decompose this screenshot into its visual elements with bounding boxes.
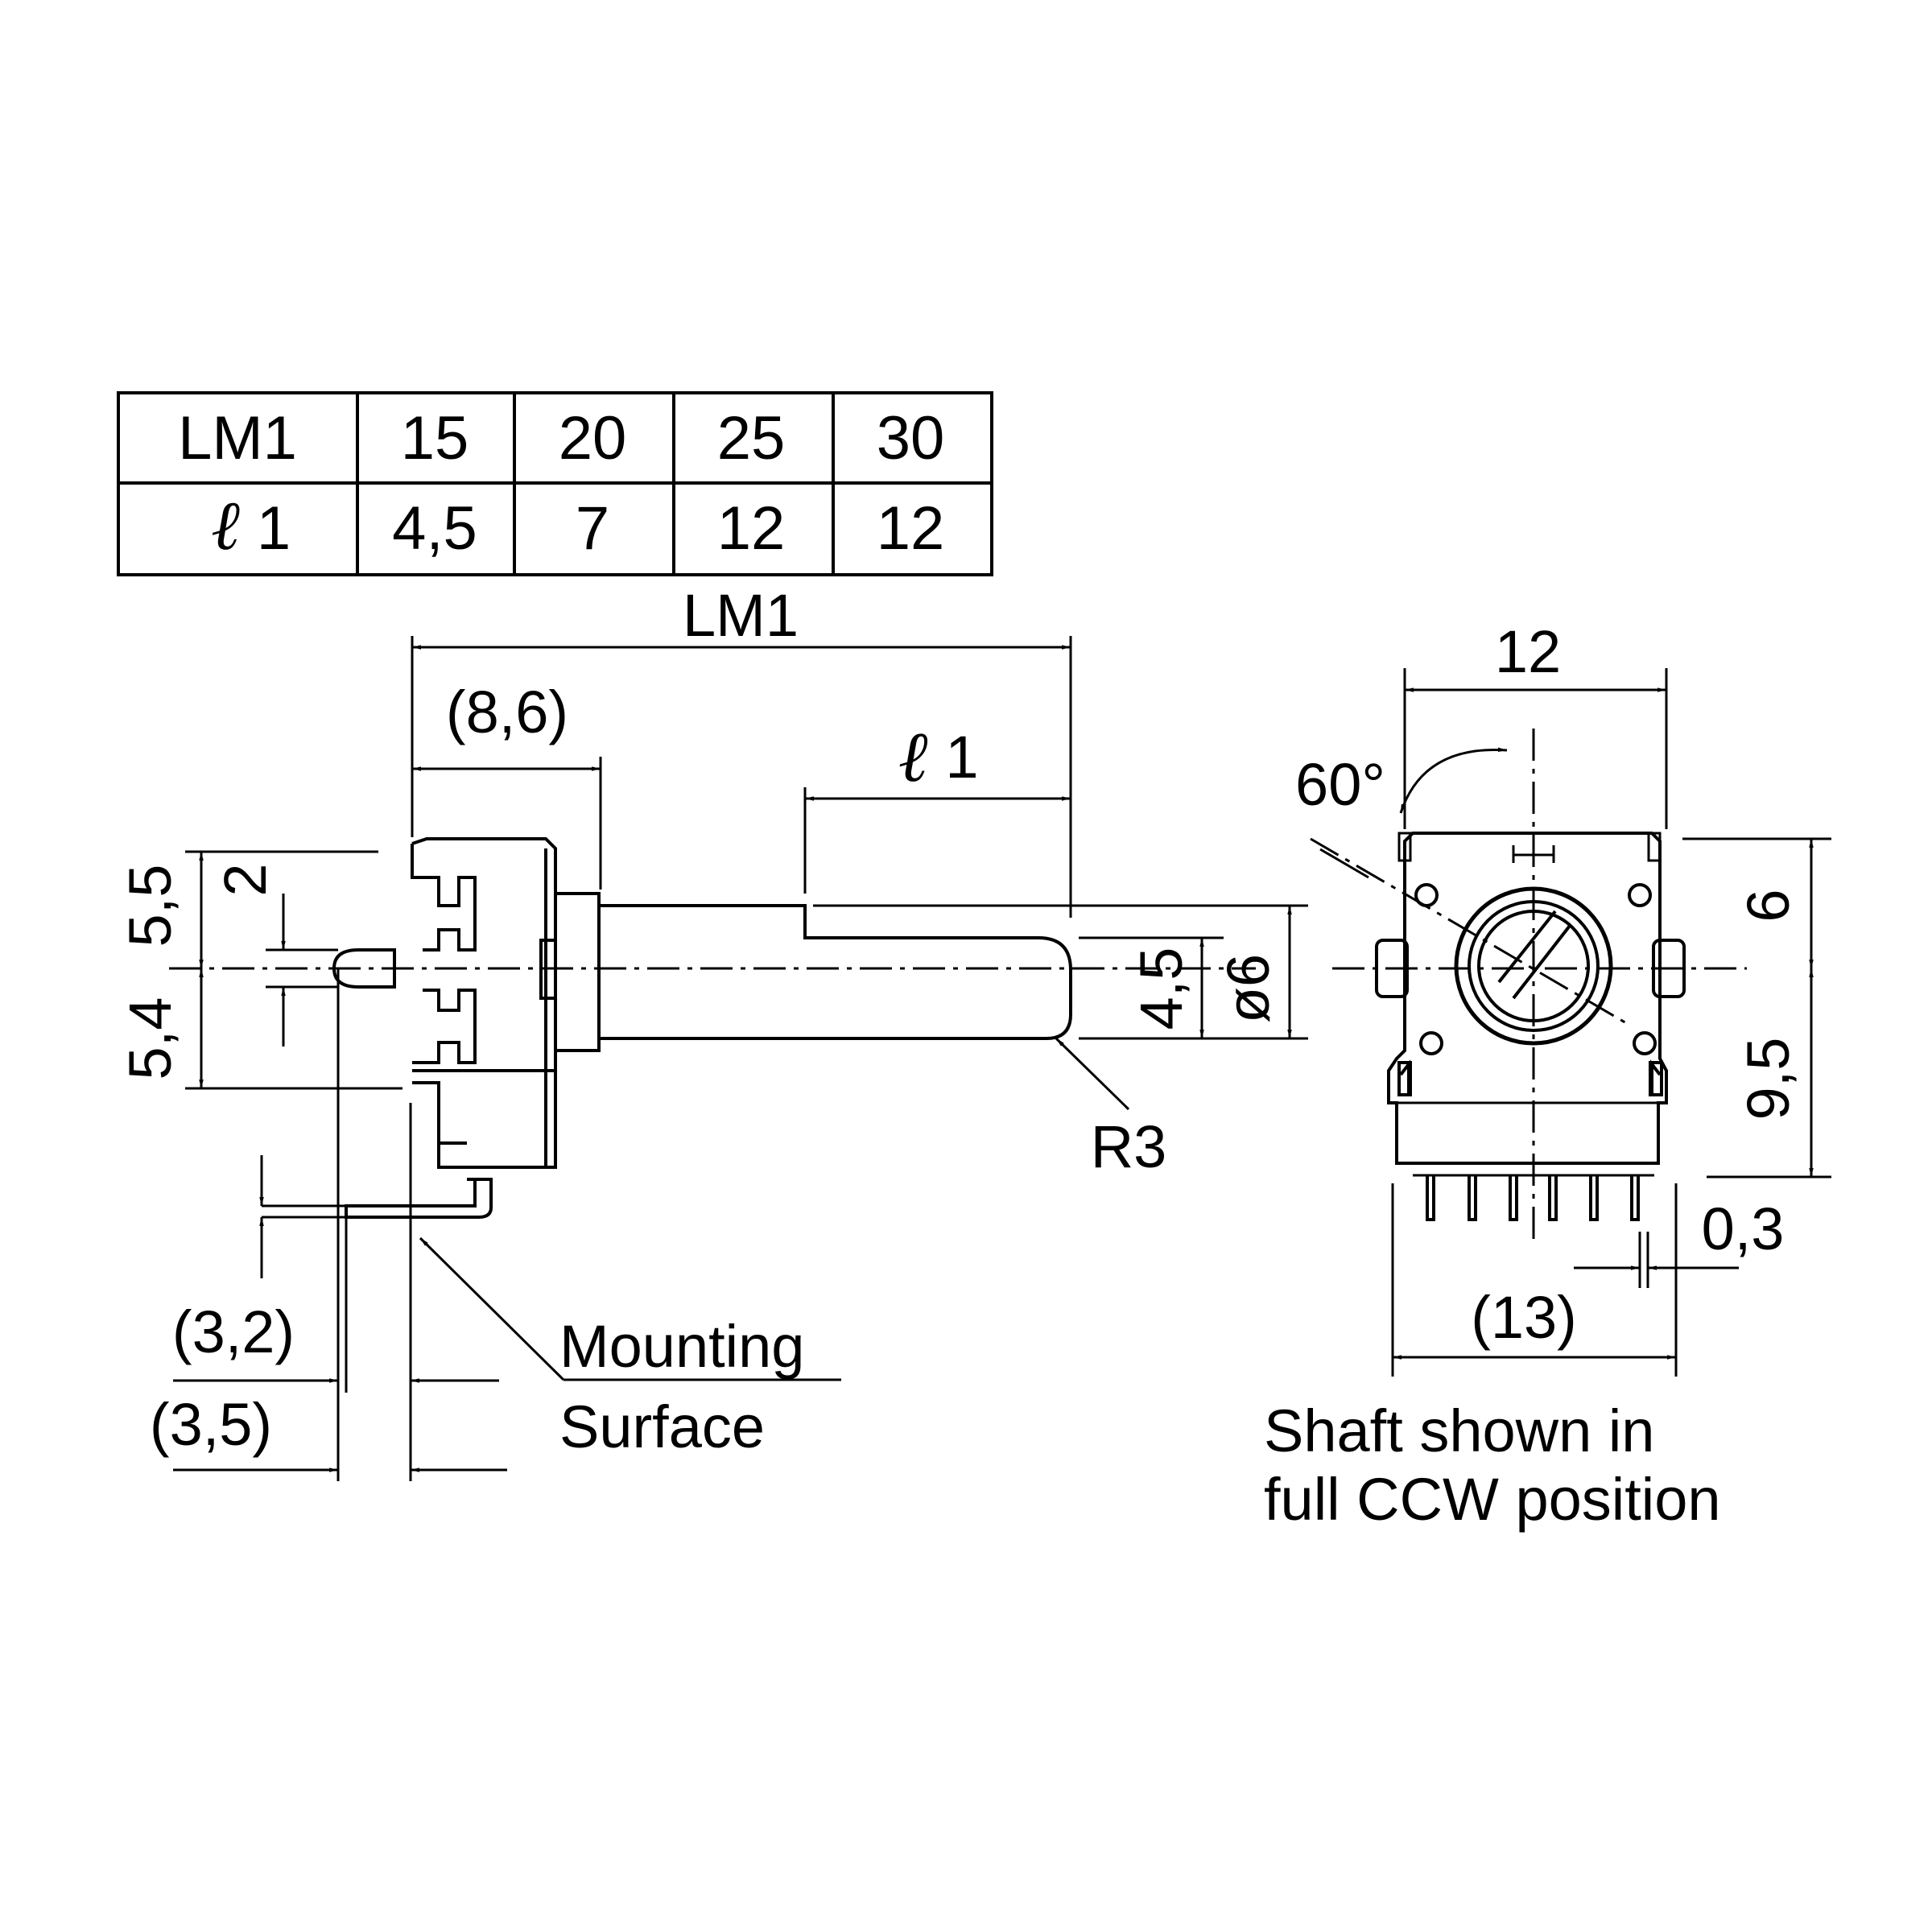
rivet-hole	[1633, 1031, 1657, 1055]
side-lug-left	[1375, 939, 1409, 998]
mounting-label: Mounting	[559, 1313, 804, 1380]
dim-2-label: 2	[212, 863, 279, 896]
dim-0-3-label: 0,3	[1702, 1195, 1785, 1262]
terminal-pin	[1548, 1175, 1558, 1221]
mounting-pin	[332, 948, 396, 989]
dim-6-label: 6	[1735, 889, 1802, 922]
bushing	[554, 892, 601, 1052]
side-lug-right	[1652, 939, 1686, 998]
dim-5-4-label: 5,4	[117, 997, 184, 1080]
dim-5-5-label: 5,5	[117, 865, 184, 947]
lm1-label: LM1	[683, 582, 799, 649]
snap-clip-right	[1649, 1059, 1663, 1096]
side-view: LM1 (8,6) ℓ 1 5,5 5,4 2 4,5 ø6 R3	[117, 582, 1308, 1481]
dim-9-5-label: 9,5	[1735, 1038, 1802, 1121]
bushing-key	[539, 939, 557, 1000]
shaft-flat	[1497, 910, 1557, 984]
snap-clip-left	[1397, 1059, 1412, 1096]
rivet-hole	[1628, 883, 1652, 907]
dim-3-2-label: (3,2)	[172, 1298, 295, 1365]
pot-body-castellation	[411, 844, 477, 952]
housing-tab	[1647, 832, 1662, 862]
pot-body-outline	[411, 837, 557, 1169]
r3-leader	[1055, 1037, 1130, 1111]
table-cell: 4,5	[392, 494, 477, 563]
table-cell: 12	[717, 494, 786, 563]
bushing-length-label: (8,6)	[446, 679, 568, 745]
pot-body-castellation-lower	[412, 989, 477, 1064]
terminal-pin	[1589, 1175, 1599, 1221]
housing-outline	[1387, 832, 1668, 1165]
terminal-pin	[1630, 1175, 1640, 1221]
dimension-table: LM1 15 20 25 30 ℓ 1 4,5 7 12 12	[117, 391, 993, 576]
angle-60-arc	[1399, 747, 1508, 814]
dim-phi6-label: ø6	[1215, 954, 1282, 1023]
terminal-pin	[1426, 1175, 1435, 1221]
dim-4-5-label: 4,5	[1128, 947, 1195, 1030]
shaft-flat	[1512, 924, 1571, 1000]
mounting-surface-leader	[419, 1236, 565, 1381]
terminal-pins	[1413, 1174, 1654, 1221]
table-cell: 15	[401, 404, 469, 473]
dim-3-5-label: (3,5)	[150, 1391, 272, 1458]
table-cell: 25	[717, 404, 786, 473]
note-line-2: full CCW position	[1264, 1466, 1721, 1533]
r3-label: R3	[1091, 1113, 1167, 1180]
surface-label: Surface	[559, 1393, 765, 1460]
rotation-reference-line	[1310, 837, 1629, 1026]
l1-suffix: 1	[945, 724, 978, 791]
bushing-inner	[1468, 900, 1600, 1032]
table-cell: 30	[877, 404, 945, 473]
bushing-outer	[1454, 886, 1613, 1046]
rotation-reference-tick	[1319, 848, 1369, 879]
table-cell: 12	[877, 494, 945, 563]
terminal-pin	[1468, 1175, 1477, 1221]
shaft-circle	[1477, 910, 1590, 1022]
table-header-lm1: LM1	[178, 404, 297, 473]
note-line-1: Shaft shown in	[1264, 1397, 1654, 1464]
top-notch	[1512, 845, 1555, 863]
angle-60-label: 60°	[1295, 751, 1385, 818]
table-header-l-suffix: 1	[257, 494, 291, 563]
dim-12-label: 12	[1495, 618, 1561, 685]
terminal-leg	[345, 1178, 493, 1219]
shaft	[599, 904, 1072, 1040]
pot-body-terminal-bracket	[412, 848, 555, 1167]
table-header-l-symbol: ℓ	[213, 485, 242, 566]
l1-symbol: ℓ	[899, 714, 930, 798]
rivet-hole	[1419, 1031, 1443, 1055]
housing-tab	[1397, 832, 1412, 862]
terminal-pin	[1509, 1175, 1518, 1221]
front-view: 60° 12 6 9,5 0,3 (13)	[1264, 618, 1831, 1533]
dim-13-label: (13)	[1471, 1284, 1577, 1351]
table-cell: 20	[559, 404, 627, 473]
table-cell: 7	[576, 494, 609, 563]
